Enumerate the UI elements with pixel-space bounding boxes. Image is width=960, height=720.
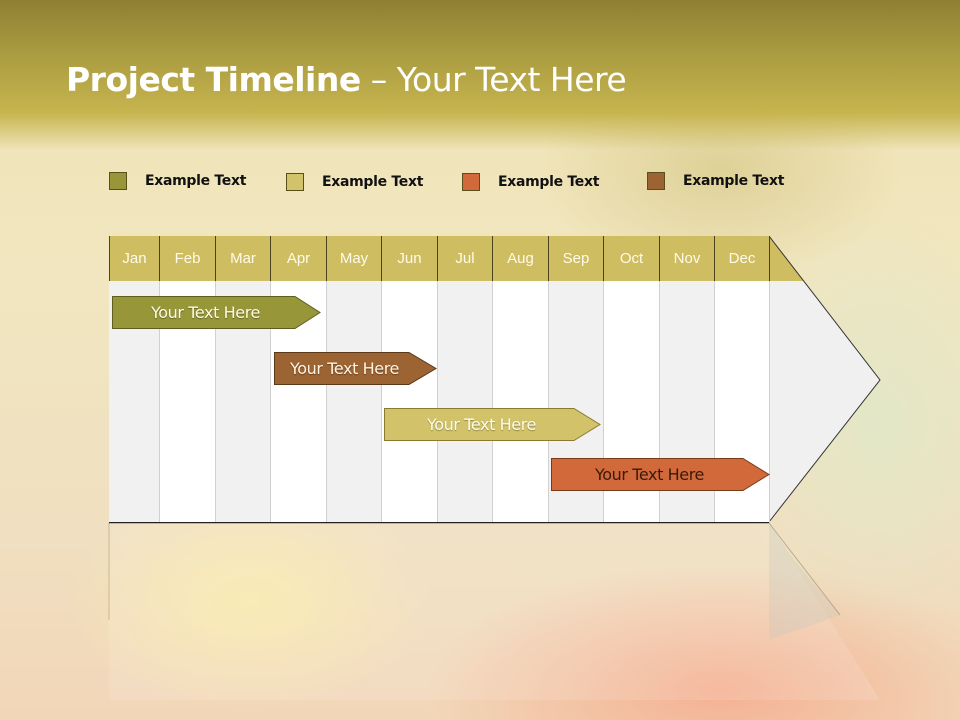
month-header-may: May [326,236,381,281]
month-column-may [326,281,381,522]
month-header-aug: Aug [492,236,548,281]
month-header-jun: Jun [381,236,437,281]
month-header-oct: Oct [603,236,659,281]
title-rest: – Your Text Here [360,60,627,99]
title-bold: Project Timeline [66,60,361,99]
month-column-jul [437,281,492,522]
legend-item-2: Example Text [286,171,423,193]
legend-item-3: Example Text [462,171,599,193]
task-label: Your Text Here [289,359,400,378]
pentagon-arrow-icon [384,408,601,441]
month-column-aug [492,281,548,522]
task-bar-4[interactable]: Your Text Here [551,458,770,491]
legend-swatch-orange [462,173,480,191]
task-bar-1[interactable]: Your Text Here [112,296,321,329]
month-header-nov: Nov [659,236,714,281]
legend-label: Example Text [683,173,785,189]
legend-label: Example Text [498,174,600,190]
month-header-sep: Sep [548,236,603,281]
month-header-apr: Apr [270,236,326,281]
pentagon-arrow-icon [551,458,770,491]
month-header-mar: Mar [215,236,270,281]
legend-swatch-olive [109,172,127,190]
month-column-jun [381,281,437,522]
month-header-jan: Jan [109,236,159,281]
task-label: Your Text Here [150,303,261,322]
task-label: Your Text Here [426,415,537,434]
legend-item-1: Example Text [109,170,246,192]
slide-title: Project Timeline – Your Text Here [66,60,627,99]
month-header-dec: Dec [714,236,770,281]
pentagon-arrow-icon [112,296,321,329]
month-header-jul: Jul [437,236,492,281]
task-label: Your Text Here [594,465,705,484]
task-bar-3[interactable]: Your Text Here [384,408,601,441]
pentagon-arrow-icon [274,352,437,385]
task-bar-2[interactable]: Your Text Here [274,352,437,385]
legend-swatch-brown [647,172,665,190]
legend-label: Example Text [322,174,424,190]
legend-label: Example Text [145,173,247,189]
month-header-feb: Feb [159,236,215,281]
header-band [0,0,960,150]
legend-swatch-gold [286,173,304,191]
legend-item-4: Example Text [647,170,784,192]
